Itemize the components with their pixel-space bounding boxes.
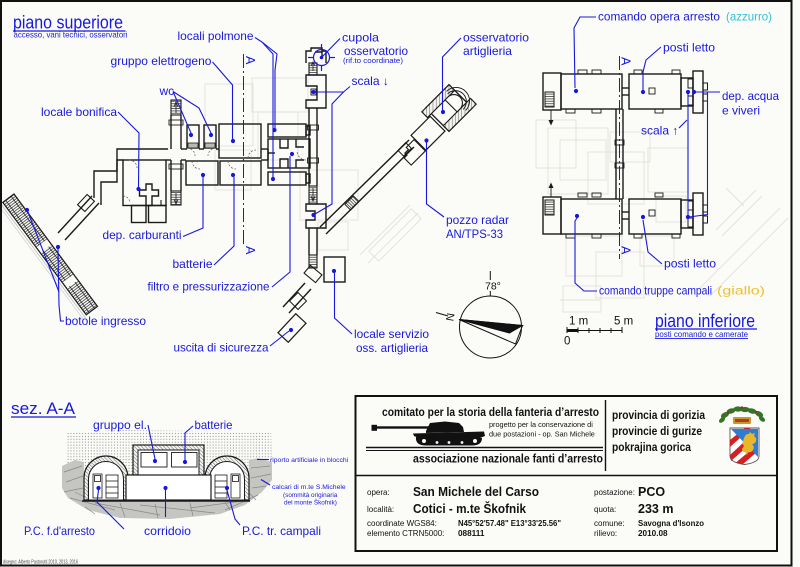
svg-text:pozzo radar: pozzo radar <box>446 213 509 227</box>
svg-text:e viveri: e viveri <box>722 104 760 118</box>
svg-text:piano superiore: piano superiore <box>13 12 123 33</box>
svg-text:gruppo el.: gruppo el. <box>93 418 147 432</box>
svg-text:progetto per la conservazione: progetto per la conservazione di <box>489 420 593 429</box>
svg-text:P.C. tr. campali: P.C. tr. campali <box>242 524 321 538</box>
svg-text:P.C. f.d'arresto: P.C. f.d'arresto <box>24 524 95 538</box>
svg-text:uscita di sicurezza: uscita di sicurezza <box>174 341 269 355</box>
svg-text:(rif.to coordinate): (rif.to coordinate) <box>343 58 403 65</box>
svg-text:gruppo elettrogeno: gruppo elettrogeno <box>111 54 212 68</box>
svg-text:artiglieria: artiglieria <box>463 44 512 58</box>
svg-text:osservatorio: osservatorio <box>344 44 408 58</box>
svg-text:locale servizio: locale servizio <box>354 327 429 341</box>
svg-text:posti letto: posti letto <box>664 257 716 271</box>
svg-text:N45°52'57.48" E13°33'25.56": N45°52'57.48" E13°33'25.56" <box>458 519 561 528</box>
svg-text:A: A <box>243 246 257 255</box>
svg-text:riporto artificiale in blocchi: riporto artificiale in blocchi <box>270 457 349 464</box>
svg-text:A: A <box>243 56 257 65</box>
svg-text:botole ingresso: botole ingresso <box>65 314 146 328</box>
svg-text:comando opera arresto: comando opera arresto <box>598 10 720 24</box>
svg-text:coordinate WGS84:: coordinate WGS84: <box>367 519 437 528</box>
svg-text:sez. A-A: sez. A-A <box>11 399 76 418</box>
svg-text:associazione nazionale fanti d: associazione nazionale fanti d’arresto <box>413 452 603 466</box>
svg-text:1 m: 1 m <box>569 316 588 328</box>
svg-text:PCO: PCO <box>638 485 665 499</box>
svg-text:elemento CTRN5000:: elemento CTRN5000: <box>367 529 444 538</box>
svg-text:Savogna d'Isonzo: Savogna d'Isonzo <box>638 519 704 528</box>
svg-text:A: A <box>619 246 633 255</box>
svg-text:opera:: opera: <box>367 488 390 497</box>
svg-text:rilievo:: rilievo: <box>594 529 617 538</box>
svg-text:postazione:: postazione: <box>594 488 635 497</box>
svg-text:5 m: 5 m <box>614 316 633 328</box>
svg-text:località:: località: <box>367 505 394 514</box>
svg-text:scala ↑: scala ↑ <box>641 124 678 138</box>
svg-text:accesso, vani tecnici, osserva: accesso, vani tecnici, osservatori <box>14 31 128 40</box>
svg-text:dep. carburanti: dep. carburanti <box>103 228 182 242</box>
svg-text:(sommità originaria: (sommità originaria <box>283 492 338 499</box>
svg-text:posti comando e camerate: posti comando e camerate <box>655 330 748 339</box>
svg-text:due postazioni - op. San Miche: due postazioni - op. San Michele <box>489 430 595 439</box>
svg-text:calcari di m.te S.Michele: calcari di m.te S.Michele <box>272 484 346 491</box>
svg-text:0: 0 <box>564 336 570 348</box>
svg-text:oss. artiglieria: oss. artiglieria <box>356 341 428 355</box>
svg-text:comitato per la storia della f: comitato per la storia della fanteria d’… <box>382 405 599 419</box>
svg-text:comune:: comune: <box>594 519 625 528</box>
svg-text:(giallo): (giallo) <box>717 284 765 298</box>
svg-text:AN/TPS-33: AN/TPS-33 <box>446 227 503 241</box>
svg-text:corridoio: corridoio <box>144 524 191 538</box>
svg-text:San Michele del Carso: San Michele del Carso <box>413 485 539 499</box>
svg-text:233 m: 233 m <box>638 502 673 516</box>
svg-text:Cotici - m.te Škofnik: Cotici - m.te Škofnik <box>413 501 526 516</box>
svg-text:N: N <box>444 312 457 322</box>
svg-text:locale bonifica: locale bonifica <box>41 105 117 119</box>
svg-text:batterie: batterie <box>195 418 233 432</box>
svg-text:del monte Škofnik): del monte Škofnik) <box>284 498 337 507</box>
svg-text:scala ↓: scala ↓ <box>352 74 389 88</box>
svg-text:quota:: quota: <box>594 505 616 514</box>
svg-text:pokrajina gorica: pokrajina gorica <box>612 440 691 454</box>
svg-text:088111: 088111 <box>458 529 485 538</box>
svg-text:A: A <box>619 57 633 66</box>
svg-text:wc: wc <box>159 84 175 98</box>
svg-text:comando truppe campali: comando truppe campali <box>599 284 712 298</box>
svg-text:posti letto: posti letto <box>663 41 715 55</box>
svg-text:dep. acqua: dep. acqua <box>722 89 779 103</box>
svg-text:2010.08: 2010.08 <box>638 529 668 538</box>
svg-text:provincie di gurize: provincie di gurize <box>612 424 702 438</box>
svg-text:batterie: batterie <box>173 257 213 271</box>
svg-text:disegno: Alberto Pastorutti 20: disegno: Alberto Pastorutti 2010, 2013, … <box>3 560 78 566</box>
svg-text:provincia di gorizia: provincia di gorizia <box>612 408 705 422</box>
svg-text:locali polmone: locali polmone <box>178 29 254 43</box>
svg-text:cupola: cupola <box>342 31 379 45</box>
svg-text:filtro e pressurizzazione: filtro e pressurizzazione <box>148 280 270 294</box>
svg-text:78°: 78° <box>485 281 501 293</box>
svg-text:osservatorio: osservatorio <box>463 31 529 45</box>
svg-text:(azzurro): (azzurro) <box>726 10 772 24</box>
svg-text:piano inferiore: piano inferiore <box>655 310 755 331</box>
